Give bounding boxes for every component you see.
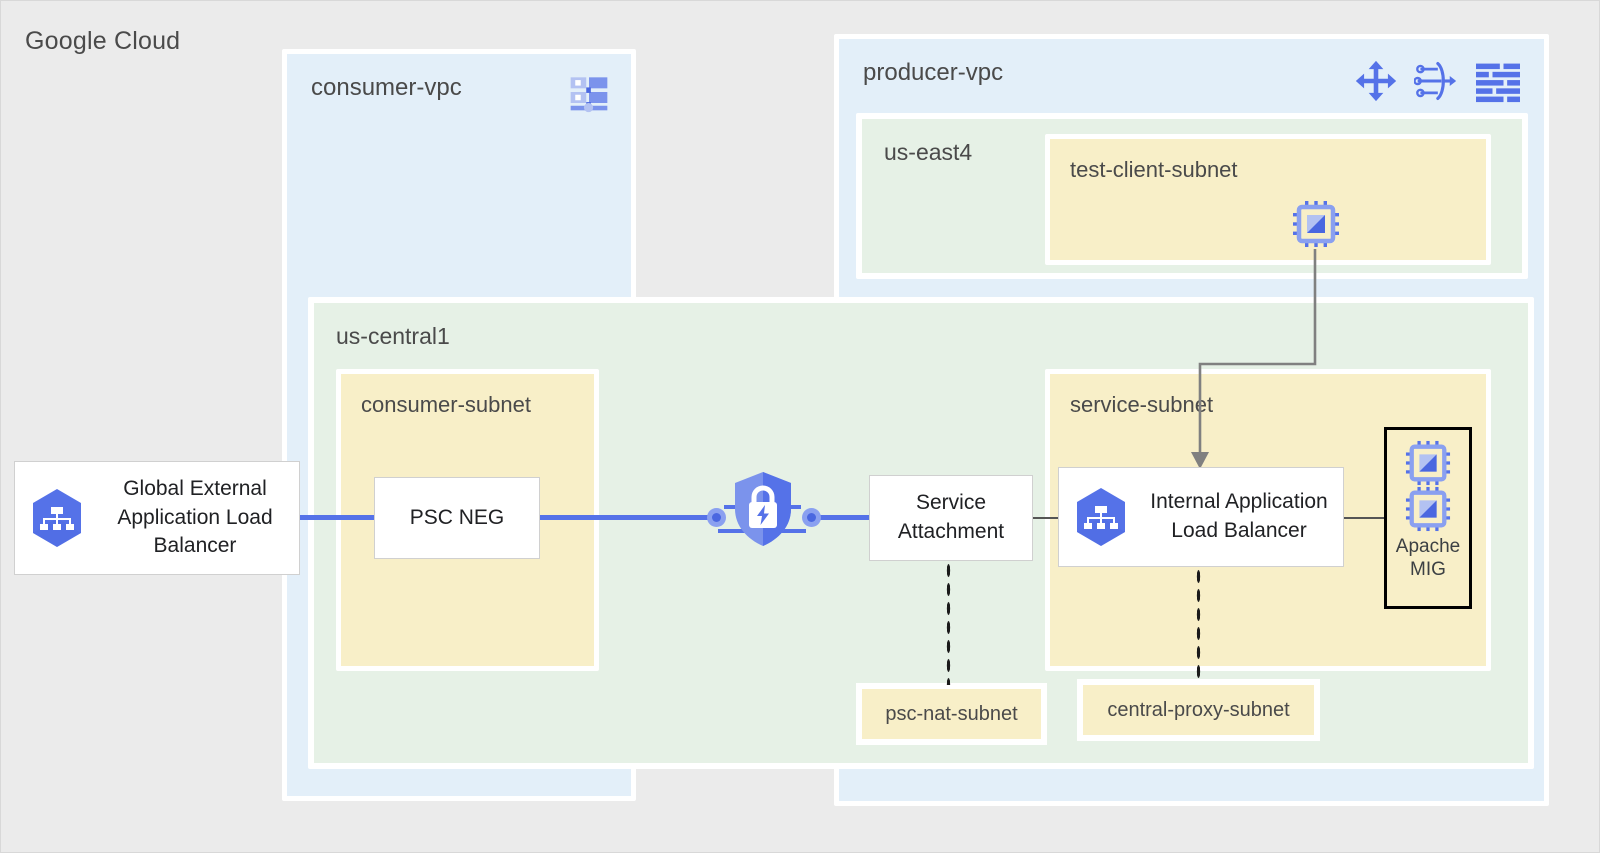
connector-ilb-to-mig bbox=[1341, 517, 1385, 519]
service-attachment-node[interactable]: Service Attachment bbox=[869, 475, 1033, 561]
private-service-connect-shield-icon bbox=[732, 471, 794, 547]
apache-mig-label: Apache MIG bbox=[1395, 536, 1461, 580]
consumer-vpc-label: consumer-vpc bbox=[311, 74, 462, 101]
psc-neg-label: PSC NEG bbox=[409, 505, 505, 529]
load-balancer-hex-icon bbox=[1073, 486, 1129, 548]
central-proxy-subnet-label: central-proxy-subnet bbox=[1107, 698, 1290, 721]
us-east4-label: us-east4 bbox=[884, 139, 973, 165]
subnet-grid-icon bbox=[567, 70, 611, 114]
test-client-vm-icon bbox=[1292, 200, 1340, 248]
load-balancer-icon bbox=[1414, 59, 1458, 103]
consumer-subnet-label: consumer-subnet bbox=[361, 392, 531, 417]
service-subnet-label: service-subnet bbox=[1070, 392, 1214, 417]
apache-mig-node[interactable]: Apache MIG bbox=[1384, 427, 1472, 609]
psc-endpoint-right bbox=[802, 508, 821, 527]
producer-vpc-icons bbox=[1354, 59, 1522, 103]
service-attachment-label: Service Attachment bbox=[897, 491, 1005, 543]
subnet-grid-icon bbox=[1474, 59, 1522, 103]
connector-globallb-to-pscneg bbox=[299, 515, 379, 520]
connector-ilb-to-centralproxy bbox=[1195, 567, 1201, 681]
test-client-subnet-container: test-client-subnet bbox=[1045, 134, 1491, 265]
connector-serviceattachment-to-pscnat bbox=[945, 561, 951, 685]
psc-nat-subnet-label: psc-nat-subnet bbox=[885, 702, 1018, 725]
producer-vpc-label: producer-vpc bbox=[863, 59, 1004, 86]
psc-neg-node[interactable]: PSC NEG bbox=[374, 477, 540, 559]
mig-vm-icon-1 bbox=[1405, 440, 1451, 486]
global-external-lb-label: Global External Application Load Balance… bbox=[117, 476, 273, 558]
central-proxy-subnet-container: central-proxy-subnet bbox=[1077, 679, 1320, 741]
psc-dash-left-upper bbox=[724, 505, 744, 509]
connector-pscneg-to-psc bbox=[535, 515, 717, 520]
connector-serviceattachment-to-ilb bbox=[1030, 517, 1066, 519]
connector-psc-to-serviceattachment bbox=[807, 515, 873, 520]
internal-application-load-balancer-node[interactable]: Internal Application Load Balancer bbox=[1058, 467, 1344, 567]
psc-dash-left-lower bbox=[718, 529, 748, 533]
global-external-application-load-balancer-node[interactable]: Global External Application Load Balance… bbox=[14, 461, 300, 575]
internal-lb-label: Internal Application Load Balancer bbox=[1150, 490, 1328, 542]
us-central1-label: us-central1 bbox=[336, 323, 450, 349]
mig-vm-icon-2 bbox=[1405, 486, 1451, 532]
consumer-vpc-icons bbox=[567, 70, 611, 114]
cloud-router-icon bbox=[1354, 59, 1398, 103]
test-client-subnet-label: test-client-subnet bbox=[1070, 157, 1238, 182]
psc-dash-right-lower bbox=[776, 529, 806, 533]
psc-endpoint-left bbox=[707, 508, 726, 527]
load-balancer-hex-icon bbox=[29, 487, 85, 549]
psc-nat-subnet-container: psc-nat-subnet bbox=[856, 683, 1047, 745]
page-title: Google Cloud bbox=[25, 27, 181, 55]
